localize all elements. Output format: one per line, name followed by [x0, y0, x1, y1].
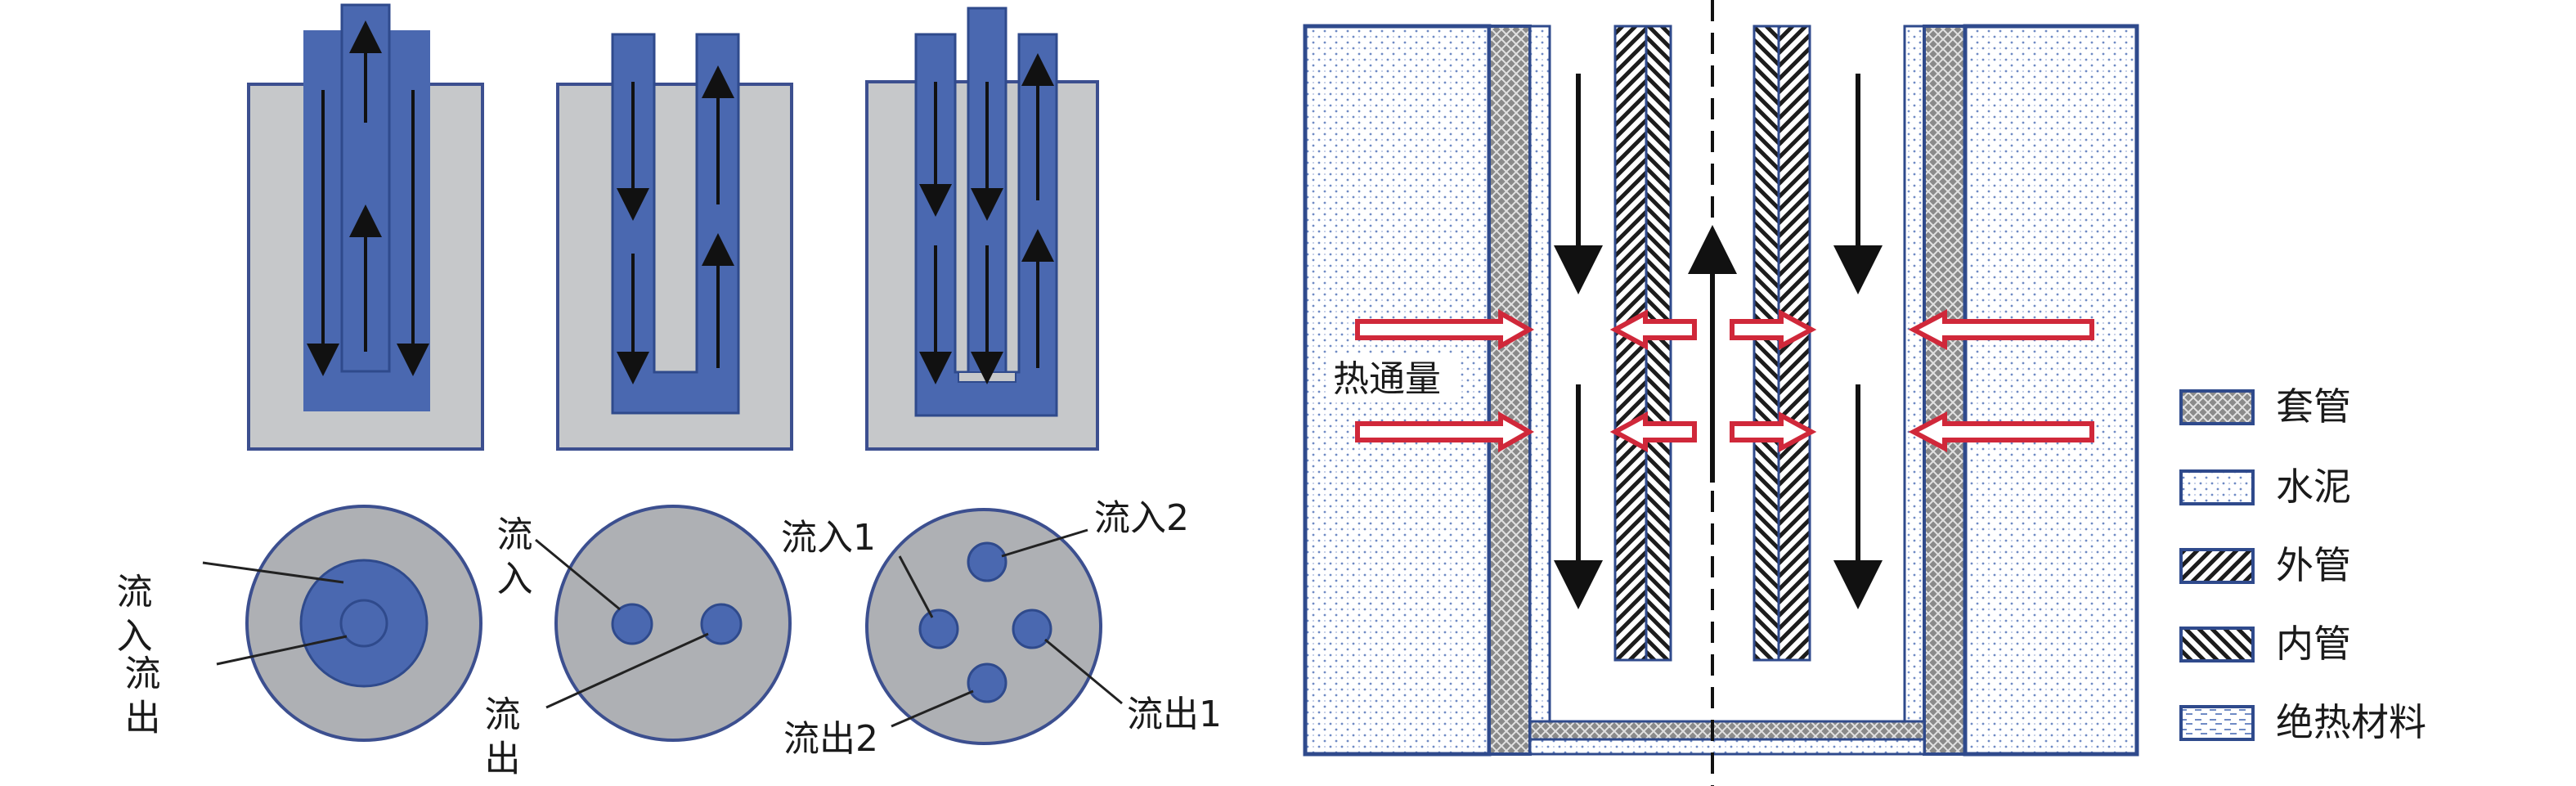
- cement-bottom: [1528, 738, 1926, 756]
- legend-item-casing: 套管: [2179, 384, 2351, 429]
- double-u-outflow-2-label: 流出2: [783, 718, 878, 760]
- single-u-inflow-label: 流入: [491, 515, 532, 604]
- double-u-inflow-1-label: 流入1: [781, 517, 876, 559]
- double-u-cross-section: 流入1 流入2 流出1 流出2: [781, 497, 1222, 760]
- legend-label-cement: 水泥: [2276, 465, 2351, 509]
- heat-arrow-right: [1730, 411, 1817, 453]
- heat-arrow-left: [1908, 411, 2094, 452]
- legend-swatch-casing: [2179, 389, 2255, 425]
- heat-arrow-left: [1609, 411, 1697, 453]
- double-u-outflow-1-label: 流出1: [1127, 694, 1222, 735]
- legend-label-inner-pipe: 内管: [2276, 622, 2351, 666]
- heat-arrow-left: [1908, 309, 2094, 350]
- legend-label-insulation: 绝热材料: [2276, 700, 2426, 744]
- coaxial-cross-section: 流入 流出: [110, 505, 482, 743]
- legend-label-outer-pipe: 外管: [2276, 543, 2351, 587]
- legend-item-cement: 水泥: [2179, 465, 2351, 509]
- legend-swatch-outer-pipe: [2179, 548, 2255, 584]
- coaxial-outflow-label: 流出: [119, 654, 160, 743]
- well-section: 热通量: [1303, 0, 2139, 786]
- double-u-exchanger: [865, 7, 1099, 451]
- heat-arrow-right: [1355, 308, 1535, 351]
- legend-item-insulation: 绝热材料: [2179, 700, 2426, 744]
- heat-flux-label: 热通量: [1333, 358, 1441, 400]
- legend: 套管 水泥 外管 内管 绝热材料: [2179, 384, 2426, 744]
- coaxial-inflow-label: 流入: [110, 573, 152, 661]
- heat-flux-arrows: [1355, 308, 2094, 453]
- double-u-inflow-2-label: 流入2: [1094, 497, 1189, 539]
- legend-item-inner-pipe: 内管: [2179, 622, 2351, 666]
- legend-swatch-insulation: [2179, 705, 2255, 741]
- legend-item-outer-pipe: 外管: [2179, 543, 2351, 587]
- cement-thin-left: [1528, 25, 1551, 723]
- inner-pipe-left: [1645, 25, 1672, 662]
- legend-swatch-cement: [2179, 469, 2255, 505]
- casing-right: [1923, 25, 1967, 756]
- casing-left: [1488, 25, 1532, 756]
- inner-pipe-right: [1752, 25, 1780, 662]
- single-u-exchanger: [556, 33, 793, 451]
- coaxial-exchanger: [247, 3, 484, 451]
- legend-swatch-inner-pipe: [2179, 627, 2255, 662]
- heat-arrow-left: [1609, 308, 1697, 351]
- single-u-outflow-label: 流出: [478, 695, 520, 784]
- cement-thin-right: [1903, 25, 1926, 723]
- cement-right: [1963, 24, 2139, 757]
- heat-arrow-right: [1730, 308, 1817, 351]
- heat-arrow-right: [1355, 411, 1535, 453]
- legend-label-casing: 套管: [2276, 384, 2351, 429]
- casing-bottom: [1528, 720, 1926, 741]
- heat-flux-label-bg: [1328, 353, 1461, 402]
- single-u-cross-section: 流入 流出: [478, 505, 792, 784]
